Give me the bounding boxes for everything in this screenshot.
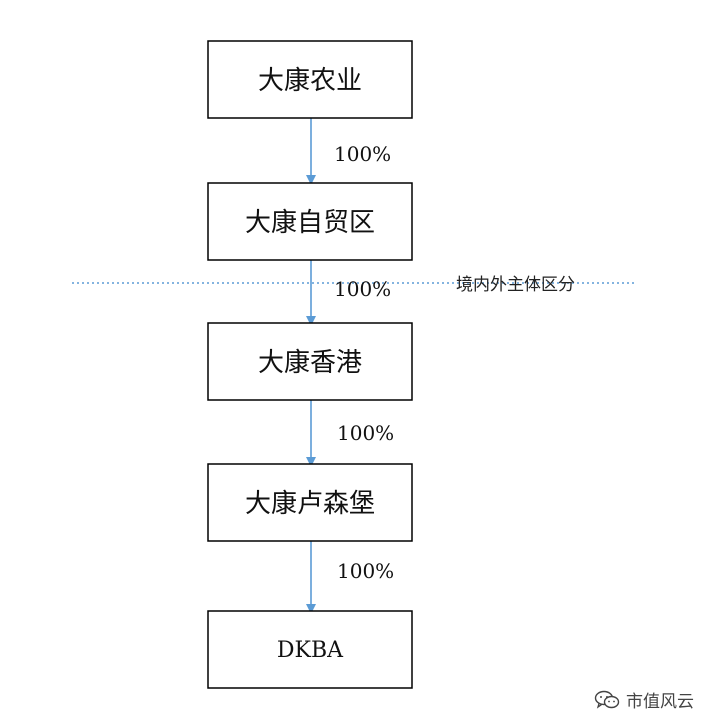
node-box (207, 322, 413, 401)
boundary-label: 境内外主体区分 (456, 275, 575, 295)
edge-3: 100% (306, 400, 394, 467)
node-dakang-hongkong: 大康香港 (207, 322, 413, 401)
node-label: 大康卢森堡 (245, 489, 375, 519)
node-label: 大康自贸区 (245, 208, 375, 238)
node-dakang-luxembourg: 大康卢森堡 (207, 463, 413, 542)
node-dakang-agriculture: 大康农业 (207, 40, 413, 119)
node-box (207, 40, 413, 119)
watermark-text: 市值风云 (626, 692, 694, 712)
node-dkba: DKBA (207, 610, 413, 689)
node-dakang-ftz: 大康自贸区 (207, 182, 413, 261)
edge-2: 100% (306, 260, 391, 326)
node-label: 大康农业 (258, 66, 362, 96)
node-box (207, 463, 413, 542)
wechat-icon (594, 690, 620, 709)
watermark: 市值风云 (594, 687, 694, 712)
edge-label: 100% (337, 421, 394, 445)
node-box (207, 610, 413, 689)
edge-4: 100% (306, 541, 394, 614)
edge-1: 100% (306, 118, 391, 185)
node-label: DKBA (277, 638, 344, 663)
node-box (207, 182, 413, 261)
edge-label: 100% (334, 142, 391, 166)
edge-label: 100% (334, 277, 391, 301)
node-label: 大康香港 (258, 348, 362, 378)
edge-label: 100% (337, 559, 394, 583)
